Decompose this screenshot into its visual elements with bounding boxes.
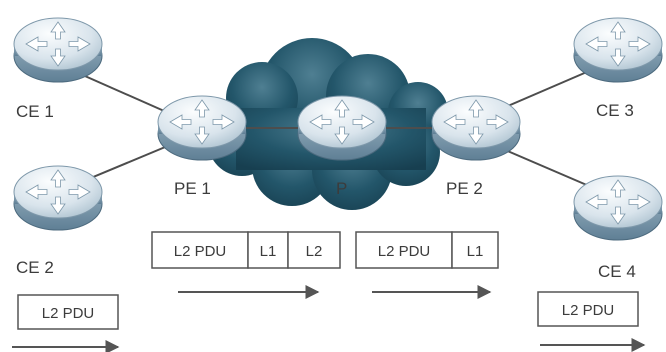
node-label-p: P [336,179,347,198]
packet-ce-left: L2 PDU [17,294,119,330]
packet-field: L2 PDU [174,243,227,260]
router-icon-ce2 [13,165,103,231]
packet-pe1-to-p [151,231,341,269]
node-label-ce1: CE 1 [16,102,54,121]
router-icon-ce3 [573,17,663,83]
packet-p-to-pe2 [355,231,499,269]
node-label-ce3: CE 3 [596,101,634,120]
node-label-ce2: CE 2 [16,258,54,277]
packet-field: L2 [306,243,323,260]
router-icon-ce4 [573,175,663,241]
packet-ce-right: L2 PDU [537,291,639,327]
node-label-pe1: PE 1 [174,179,211,198]
packet-field: L2 PDU [562,302,615,319]
router-icon-pe1 [157,95,247,161]
packet-field: L2 PDU [378,243,431,260]
packet-field: L2 PDU [42,305,95,322]
node-label-pe2: PE 2 [446,179,483,198]
packet-field: L1 [467,243,484,260]
packet-field: L1 [260,243,277,260]
node-label-ce4: CE 4 [598,262,636,281]
router-icon-pe2 [431,95,521,161]
router-icon-ce1 [13,17,103,83]
router-icon-p [297,95,387,161]
